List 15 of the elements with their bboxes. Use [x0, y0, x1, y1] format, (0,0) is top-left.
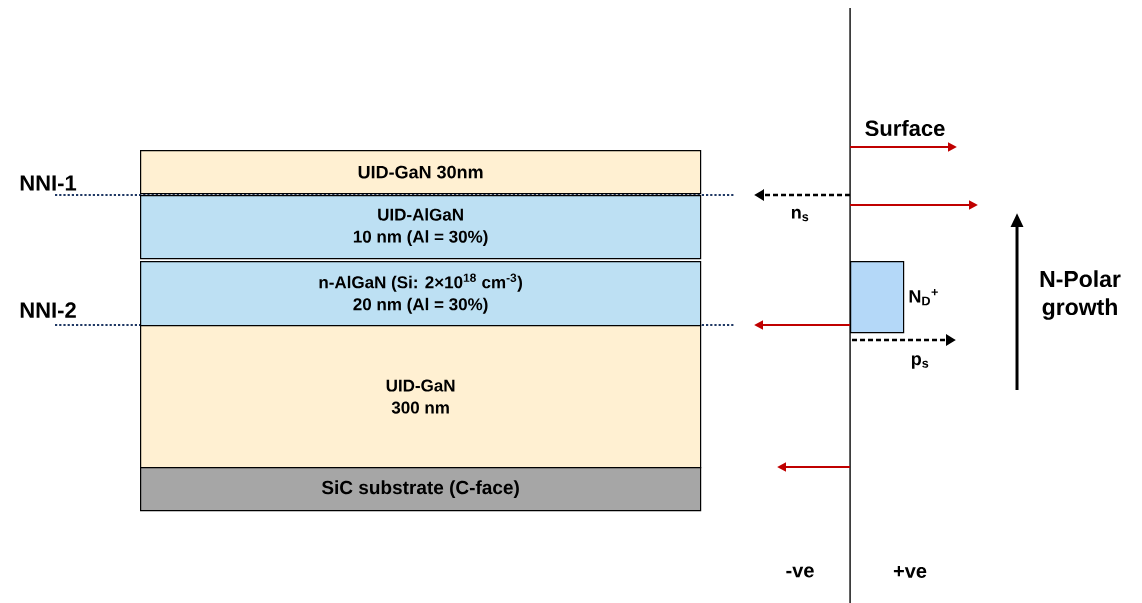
text-label: NNI-2: [20, 302, 76, 318]
layer-box: UID-AlGaN 10 nm (Al = 30%): [140, 195, 702, 260]
text-label: Surface: [865, 119, 945, 137]
text-label: -ve: [786, 566, 814, 578]
text-label: n$_{s}$: [791, 208, 809, 222]
text-label: p$_{s}$: [911, 355, 929, 369]
beside-label: N$_{D}$+: [909, 288, 938, 306]
text-label: NNI-1: [20, 175, 77, 191]
layer-box: UID-GaN 300 nm: [140, 325, 702, 469]
layer-box: n-AlGaN (Si: 2×10$^{18}$ cm$^{-3}$) 20 nm (Al = 30%): [140, 261, 702, 327]
text-label: +ve: [893, 566, 927, 578]
text-label: N-Polar growth: [1040, 270, 1121, 320]
charge-box: [850, 261, 905, 334]
layer-box: UID-GaN 30nm: [140, 150, 702, 195]
layer-box: SiC substrate (C-face): [140, 467, 702, 512]
